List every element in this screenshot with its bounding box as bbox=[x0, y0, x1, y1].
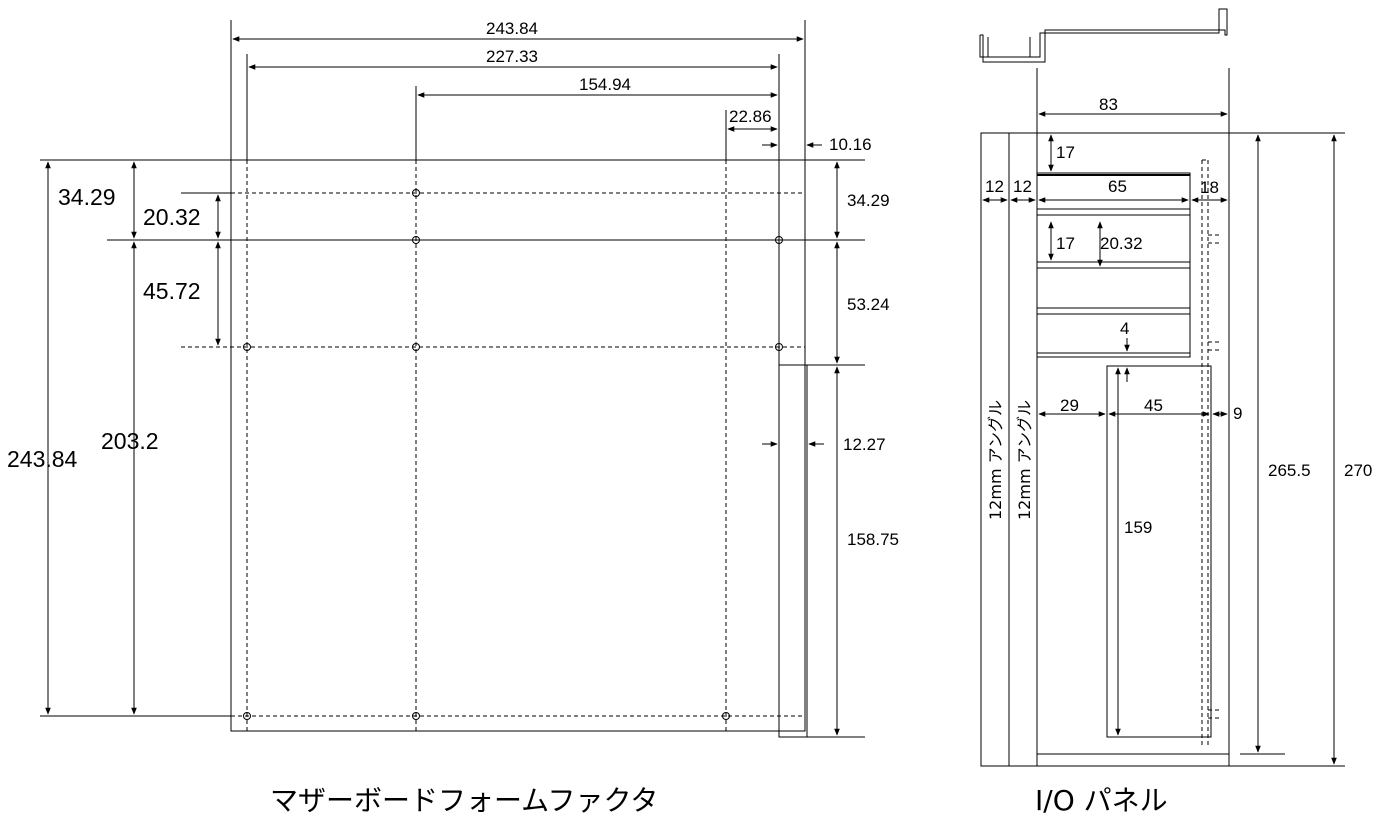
motherboard-diagram bbox=[40, 20, 865, 738]
mount-hole bbox=[722, 712, 730, 720]
cutout-slot bbox=[1106, 365, 1212, 738]
rail-dashed bbox=[1201, 159, 1220, 745]
dim-label: 83 bbox=[1099, 95, 1118, 114]
board-outline bbox=[230, 159, 806, 732]
hole-grid-lines bbox=[181, 160, 805, 731]
dim-label: 270 bbox=[1344, 461, 1372, 480]
dim-label: 227.33 bbox=[486, 47, 538, 66]
angle-label: 12mm アングル bbox=[1015, 400, 1034, 520]
dim-label: 154.94 bbox=[579, 75, 631, 94]
dim-label: 9 bbox=[1233, 404, 1242, 423]
expansion-bracket bbox=[778, 364, 808, 738]
mount-hole bbox=[412, 236, 420, 244]
panel-dim-arrows bbox=[982, 111, 1337, 765]
caption-motherboard: マザーボードフォームファクタ bbox=[270, 784, 658, 817]
dim-label: 12.27 bbox=[843, 435, 886, 454]
dim-label: 265.5 bbox=[1268, 461, 1311, 480]
mount-hole bbox=[412, 712, 420, 720]
dim-label: 20.32 bbox=[1100, 234, 1143, 253]
cutout-top bbox=[1036, 172, 1191, 358]
dim-label: 34.29 bbox=[58, 184, 116, 210]
angle-label: 12mm アングル bbox=[986, 400, 1005, 520]
dim-label: 243.84 bbox=[7, 446, 78, 472]
io-panel-labels: 83 12 12 65 18 17 17 20.32 4 29 45 9 159… bbox=[985, 95, 1372, 537]
dim-label: 10.16 bbox=[829, 135, 872, 154]
dim-label: 12 bbox=[985, 177, 1004, 196]
dim-arrows-left bbox=[45, 161, 221, 715]
mount-hole bbox=[243, 712, 251, 720]
dim-label: 45.72 bbox=[143, 278, 201, 304]
dim-label: 34.29 bbox=[847, 191, 890, 210]
dim-label: 158.75 bbox=[847, 530, 899, 549]
dim-label: 17 bbox=[1056, 143, 1075, 162]
mount-hole bbox=[412, 343, 420, 351]
io-panel-diagram bbox=[979, 8, 1345, 767]
motherboard-labels: 243.84 227.33 154.94 22.86 10.16 34.29 2… bbox=[7, 19, 899, 549]
dim-label: 159 bbox=[1124, 518, 1152, 537]
dim-label: 22.86 bbox=[729, 107, 772, 126]
panel-outline bbox=[980, 132, 1230, 767]
dim-label: 53.24 bbox=[847, 295, 890, 314]
dim-label: 65 bbox=[1108, 177, 1127, 196]
dim-label: 20.32 bbox=[143, 204, 201, 230]
mount-hole bbox=[775, 343, 783, 351]
dim-label: 243.84 bbox=[486, 19, 538, 38]
dim-label: 18 bbox=[1200, 178, 1219, 197]
dim-label: 17 bbox=[1056, 234, 1075, 253]
mount-hole bbox=[243, 343, 251, 351]
mount-hole bbox=[775, 236, 783, 244]
mounting-holes bbox=[243, 189, 783, 720]
dim-arrows-top bbox=[232, 36, 804, 132]
panel-profile bbox=[979, 8, 1228, 63]
dim-label: 12 bbox=[1013, 177, 1032, 196]
mount-hole bbox=[412, 189, 420, 197]
dim-label: 29 bbox=[1060, 396, 1079, 415]
dim-label: 45 bbox=[1144, 396, 1163, 415]
dim-label: 4 bbox=[1120, 319, 1129, 338]
caption-io-panel: I/O パネル bbox=[1035, 784, 1168, 817]
dim-label: 203.2 bbox=[101, 428, 159, 454]
